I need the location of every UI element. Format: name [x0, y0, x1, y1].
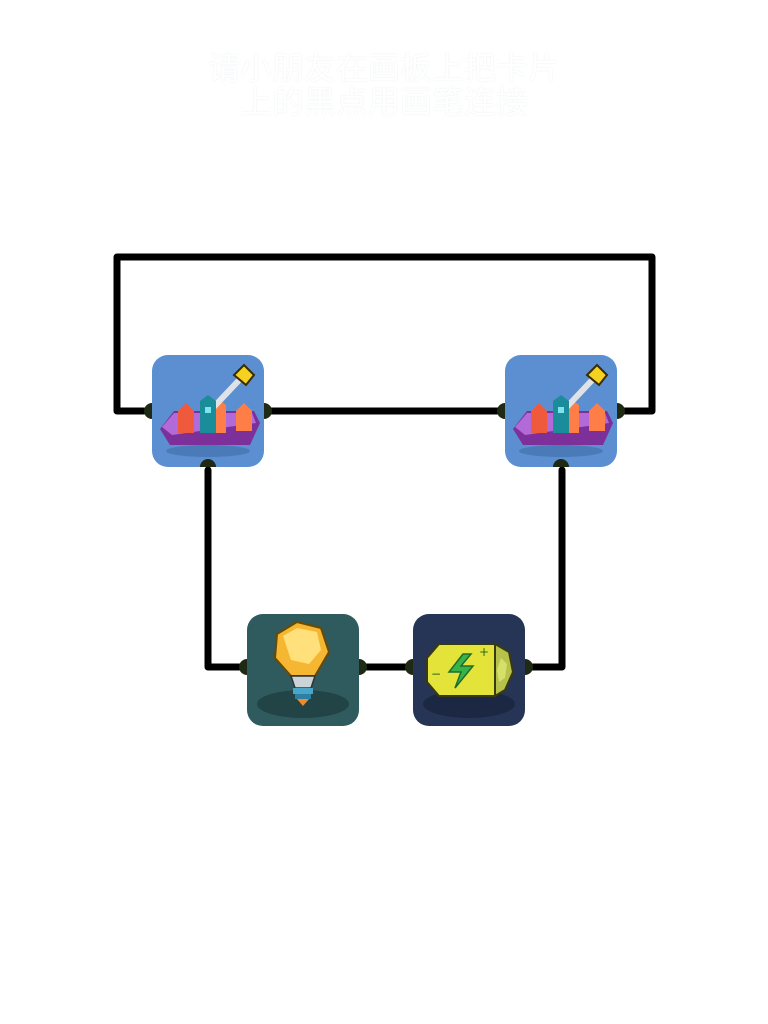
wire-left-switch-to-bulb [204, 466, 250, 671]
switch-icon [152, 355, 264, 467]
instruction-line-2: 上的黑点用画笔连接 [239, 83, 528, 121]
card-switch-right[interactable] [505, 355, 617, 467]
card-bulb[interactable] [247, 614, 359, 726]
card-switch-left[interactable] [152, 355, 264, 467]
svg-text:+: + [479, 645, 489, 659]
card-battery[interactable]: + − [413, 614, 525, 726]
switch-icon [505, 355, 617, 467]
wire-top-loop [113, 253, 656, 415]
battery-icon: + − [413, 614, 525, 726]
wire-battery-to-right-switch [522, 466, 566, 671]
light-bulb-icon [247, 614, 359, 726]
svg-text:−: − [431, 667, 441, 681]
instruction-line-1: 请小朋友在画板上把卡片 [207, 49, 560, 87]
